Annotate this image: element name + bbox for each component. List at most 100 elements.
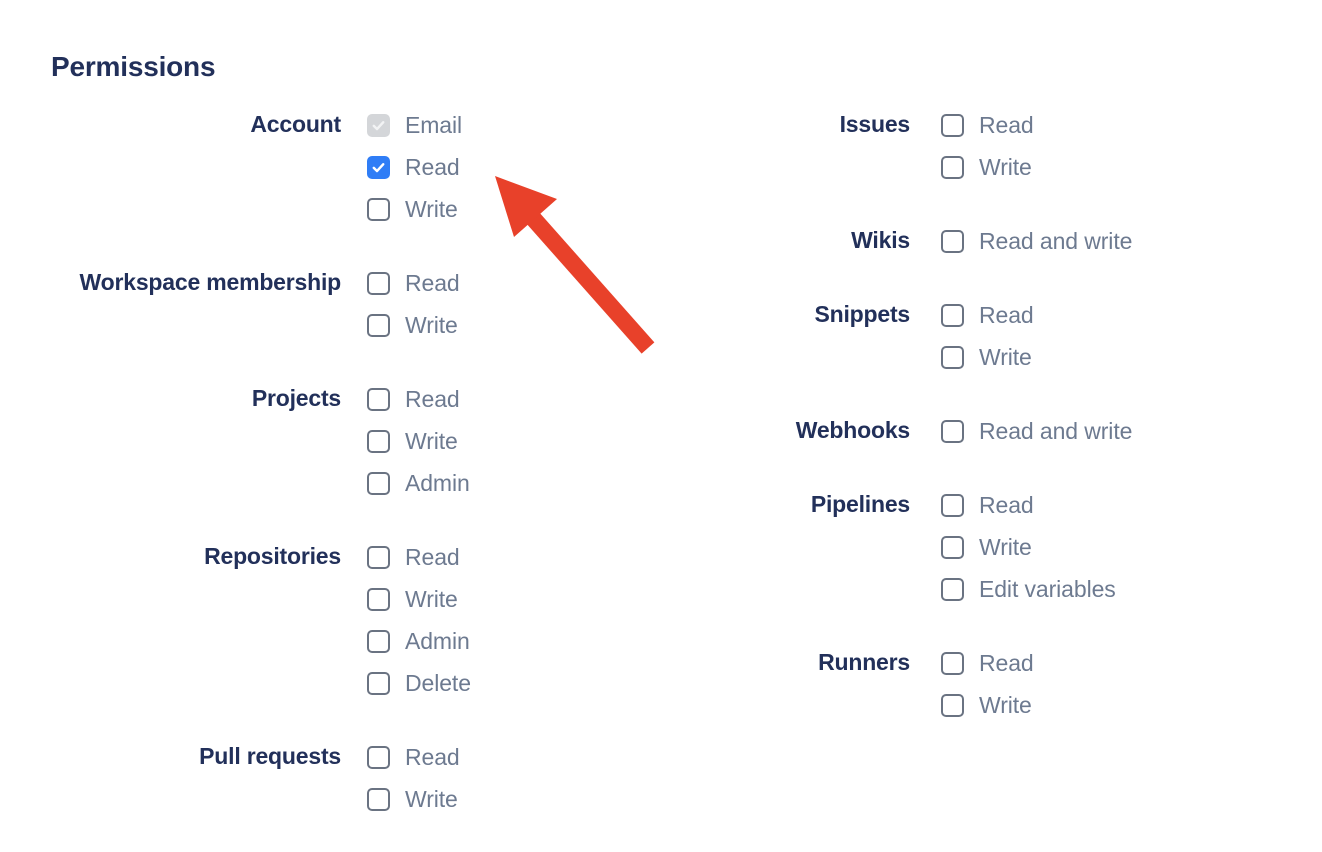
option-row-pipelines-read[interactable]: Read [941, 484, 1116, 526]
option-row-repositories-write[interactable]: Write [367, 578, 471, 620]
option-label-runners-write: Write [979, 692, 1032, 718]
option-label-projects-admin: Admin [405, 470, 470, 496]
checkbox-account-write[interactable] [367, 197, 390, 221]
option-label-repositories-delete: Delete [405, 670, 471, 696]
option-label-repositories-admin: Admin [405, 628, 470, 654]
option-row-account-write[interactable]: Write [367, 188, 462, 230]
checkbox-pipelines-edit-variables[interactable] [941, 577, 964, 601]
option-row-runners-write[interactable]: Write [941, 684, 1034, 726]
checkbox-snippets-read[interactable] [941, 303, 964, 327]
checkbox-pull-requests-write[interactable] [367, 787, 390, 811]
group-label-issues: Issues [839, 111, 911, 137]
option-label-pull-requests-write: Write [405, 786, 458, 812]
permission-group-webhooks: Webhooks Read and write [640, 410, 1280, 452]
checkbox-account-read[interactable] [367, 155, 390, 179]
option-list-webhooks: Read and write [910, 410, 1132, 452]
checkbox-workspace-membership-read[interactable] [367, 271, 390, 295]
option-label-issues-write: Write [979, 154, 1032, 180]
option-row-pull-requests-read[interactable]: Read [367, 736, 460, 778]
checkbox-pull-requests-read[interactable] [367, 745, 390, 769]
option-row-wikis-read-and-write[interactable]: Read and write [941, 220, 1132, 262]
option-label-pipelines-write: Write [979, 534, 1032, 560]
option-row-pipelines-edit-variables[interactable]: Edit variables [941, 568, 1116, 610]
option-row-runners-read[interactable]: Read [941, 642, 1034, 684]
checkbox-repositories-delete[interactable] [367, 671, 390, 695]
option-row-snippets-read[interactable]: Read [941, 294, 1034, 336]
option-row-issues-write[interactable]: Write [941, 146, 1034, 188]
checkbox-runners-read[interactable] [941, 651, 964, 675]
option-label-projects-write: Write [405, 428, 458, 454]
page-title: Permissions [51, 51, 216, 82]
option-label-workspace-membership-write: Write [405, 312, 458, 338]
option-list-wikis: Read and write [910, 220, 1132, 262]
checkbox-wikis-read-and-write[interactable] [941, 229, 964, 253]
option-label-repositories-read: Read [405, 544, 460, 570]
group-label-snippets: Snippets [814, 301, 910, 327]
option-row-repositories-delete[interactable]: Delete [367, 662, 471, 704]
option-label-account-write: Write [405, 196, 458, 222]
checkbox-account-email [367, 113, 390, 137]
option-row-webhooks-read-and-write[interactable]: Read and write [941, 410, 1132, 452]
checkbox-issues-write[interactable] [941, 155, 964, 179]
option-label-workspace-membership-read: Read [405, 270, 460, 296]
group-label-repositories: Repositories [204, 543, 341, 569]
option-row-workspace-membership-write[interactable]: Write [367, 304, 460, 346]
option-row-projects-read[interactable]: Read [367, 378, 470, 420]
option-row-account-email[interactable]: Email [367, 104, 462, 146]
permission-group-wikis: Wikis Read and write [640, 220, 1280, 262]
option-row-pull-requests-write[interactable]: Write [367, 778, 460, 820]
group-label-projects: Projects [251, 385, 341, 411]
checkbox-runners-write[interactable] [941, 693, 964, 717]
option-row-projects-write[interactable]: Write [367, 420, 470, 462]
group-label-wikis: Wikis [851, 227, 910, 253]
checkbox-webhooks-read-and-write[interactable] [941, 419, 964, 443]
option-row-projects-admin[interactable]: Admin [367, 462, 470, 504]
option-label-account-email: Email [405, 112, 463, 138]
option-label-wikis-read-and-write: Read and write [979, 228, 1133, 254]
checkbox-repositories-admin[interactable] [367, 629, 390, 653]
option-label-projects-read: Read [405, 386, 460, 412]
checkbox-projects-write[interactable] [367, 429, 390, 453]
option-row-repositories-admin[interactable]: Admin [367, 620, 471, 662]
checkbox-projects-read[interactable] [367, 387, 390, 411]
option-row-workspace-membership-read[interactable]: Read [367, 262, 460, 304]
option-label-runners-read: Read [979, 650, 1034, 676]
option-row-repositories-read[interactable]: Read [367, 536, 471, 578]
checkbox-workspace-membership-write[interactable] [367, 313, 390, 337]
option-label-pipelines-read: Read [979, 492, 1034, 518]
group-label-account: Account [250, 111, 341, 137]
option-label-snippets-write: Write [979, 344, 1032, 370]
checkbox-pipelines-read[interactable] [941, 493, 964, 517]
option-row-snippets-write[interactable]: Write [941, 336, 1034, 378]
checkbox-snippets-write[interactable] [941, 345, 964, 369]
checkbox-projects-admin[interactable] [367, 471, 390, 495]
option-label-pipelines-edit-variables: Edit variables [979, 576, 1116, 602]
option-row-issues-read[interactable]: Read [941, 104, 1034, 146]
group-label-runners: Runners [818, 649, 910, 675]
checkbox-pipelines-write[interactable] [941, 535, 964, 559]
checkbox-issues-read[interactable] [941, 113, 964, 137]
option-label-webhooks-read-and-write: Read and write [979, 418, 1133, 444]
checkbox-repositories-read[interactable] [367, 545, 390, 569]
option-label-issues-read: Read [979, 112, 1034, 138]
checkbox-repositories-write[interactable] [367, 587, 390, 611]
option-row-pipelines-write[interactable]: Write [941, 526, 1116, 568]
option-row-account-read[interactable]: Read [367, 146, 462, 188]
group-label-webhooks: Webhooks [795, 417, 910, 443]
